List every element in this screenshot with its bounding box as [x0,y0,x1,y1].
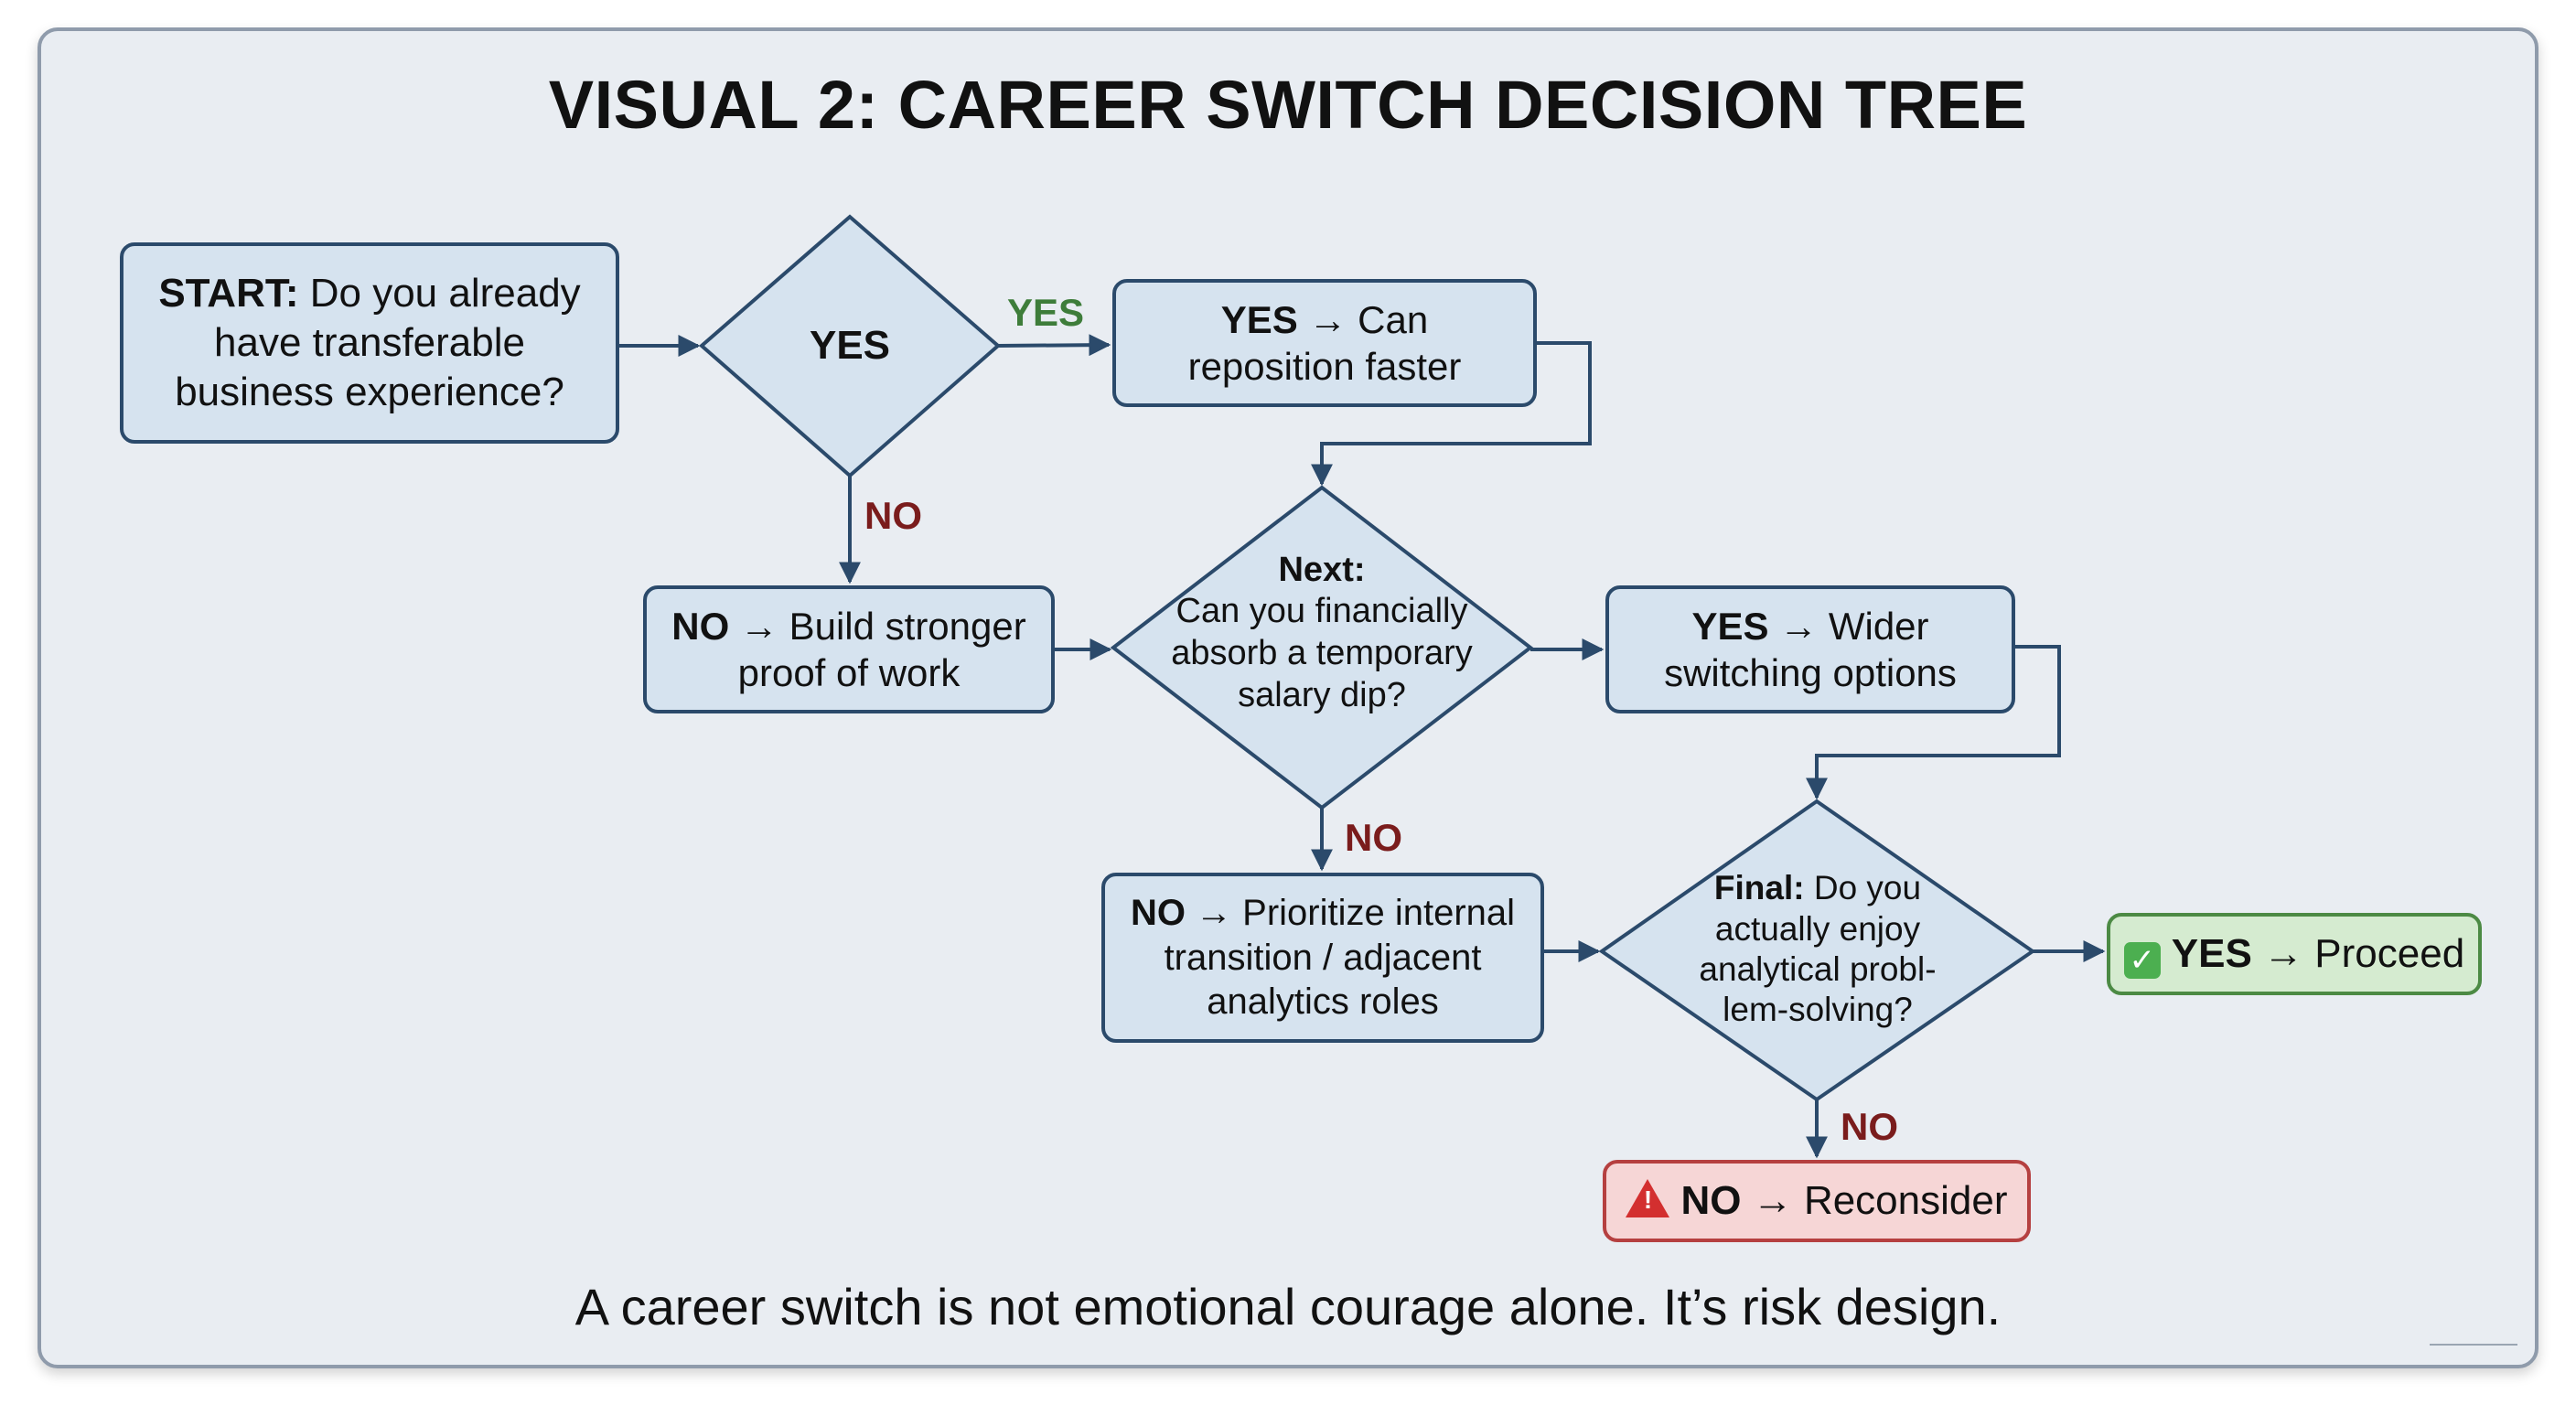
proceed-arrow: → [2251,931,2315,976]
yes1-outcome: Can reposition faster [1187,297,1462,388]
diamond2-text: Next: Can you financially absorb a tempo… [1166,523,1477,743]
start-lead: START: [158,271,299,316]
reconsider-outcome: Reconsider [1803,1178,2008,1224]
footer-caption: A career switch is not emotional courage… [574,1278,2002,1335]
edge-label-d2-no: NO [1345,816,1402,859]
yes2-lead: YES [1691,604,1769,648]
yes1-arrow: → [1297,297,1358,341]
connector-yes1-to-diamond2 [1311,341,1592,487]
yes1-text: YES → Can reposition faster [1132,296,1517,390]
no2-arrow: → [1185,892,1243,933]
no2-lead: NO [1130,892,1186,933]
diamond1-label: YES [809,322,891,368]
yes2-arrow: → [1768,604,1829,648]
edge-label-d3-no: NO [1841,1105,1898,1148]
reconsider-lead: NO [1680,1178,1742,1224]
diamond2-lead: Next: [1278,550,1366,589]
diamond3-text: Final: Do you actually enjoy analytical … [1684,855,1951,1044]
no1-outcome: Build stronger proof of work [737,604,1026,694]
connector-diamond1-yes [997,334,1111,357]
proceed-lead: YES [2171,931,2252,976]
yes1-lead: YES [1220,297,1298,341]
no1-lead: NO [671,604,730,648]
reconsider-arrow: → [1741,1178,1804,1224]
no1-box: NO → Build stronger proof of work [643,585,1055,713]
reconsider-text: ! NO → Reconsider [1626,1176,2008,1226]
start-question: Do you already have transferable busines… [175,271,581,414]
no1-arrow: → [729,604,789,648]
check-icon: ✓ [2123,942,2161,979]
yes2-text: YES → Wider switching options [1633,603,1988,696]
no2-box: NO → Prioritize internal transition / ad… [1101,873,1544,1043]
connector-yes2-to-diamond3 [1806,645,2061,800]
proceed-text: ✓ YES → Proceed [2123,929,2465,979]
warning-icon: ! [1626,1179,1670,1218]
diamond1-text: YES [732,311,968,381]
proceed-box: ✓ YES → Proceed [2107,913,2482,995]
proceed-outcome: Proceed [2314,931,2465,976]
no1-text: NO → Build stronger proof of work [663,603,1035,696]
no2-text: NO → Prioritize internal transition / ad… [1122,891,1524,1024]
diagram-title: VISUAL 2: CAREER SWITCH DECISION TREE [548,67,2028,143]
yes2-box: YES → Wider switching options [1605,585,2015,713]
edge-label-d1-no: NO [864,494,922,537]
diamond3-body: Final: Do you actually enjoy analytical … [1684,868,1951,1031]
yes1-box: YES → Can reposition faster [1112,279,1537,407]
start-box: START: Do you already have transferable … [120,242,619,444]
yes2-outcome: Wider switching options [1664,604,1957,694]
diamond2-question: Can you financially absorb a temporary s… [1171,592,1473,714]
corner-divider [2430,1344,2517,1346]
start-text: START: Do you already have transferable … [145,269,594,416]
reconsider-box: ! NO → Reconsider [1603,1160,2031,1242]
no2-outcome: Prioritize internal transition / adjacen… [1164,892,1516,1023]
diamond3-lead: Final: [1713,869,1805,907]
edge-label-d1-yes: YES [1007,291,1085,334]
diamond3-question: Do you actually enjoy analytical probl-l… [1699,869,1937,1029]
